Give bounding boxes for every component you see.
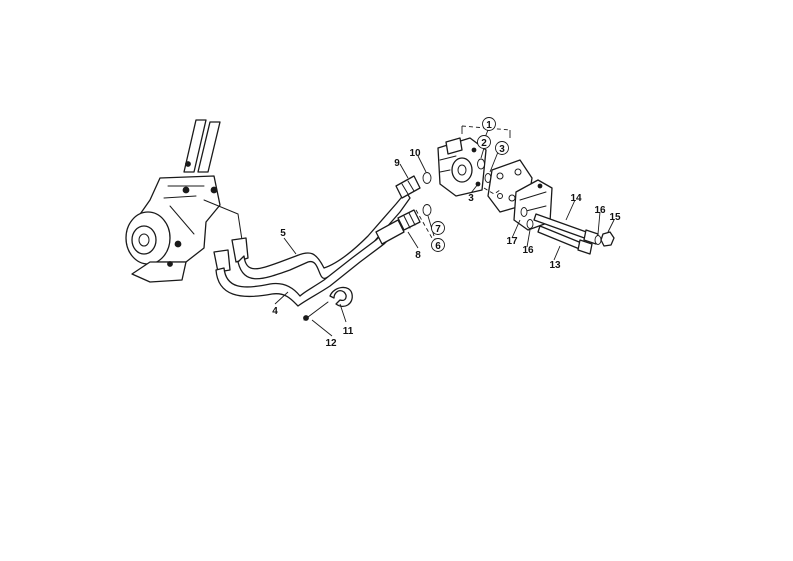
callout-12: 12 xyxy=(325,338,337,349)
leader-lines xyxy=(274,129,615,337)
callout-13: 13 xyxy=(549,260,561,271)
washer-16-lower xyxy=(526,219,534,229)
fitting-8 xyxy=(375,209,421,245)
callout-3b: 3 xyxy=(468,193,474,204)
callout-9: 9 xyxy=(394,158,400,169)
callout-6: 6 xyxy=(435,241,441,252)
callout-7: 7 xyxy=(435,224,441,235)
callout-15: 15 xyxy=(609,212,621,223)
washer-17 xyxy=(520,207,528,217)
nut-15 xyxy=(600,231,615,247)
tube-clamp-11 xyxy=(329,286,353,308)
callout-8: 8 xyxy=(415,250,421,261)
pump-bracket-assembly xyxy=(125,119,249,283)
o-ring-10 xyxy=(422,172,432,184)
callout-16b: 16 xyxy=(594,205,606,216)
callout-16a: 16 xyxy=(522,245,534,256)
callout-10: 10 xyxy=(409,148,421,159)
callout-4: 4 xyxy=(272,306,278,317)
clamp-bolt-12 xyxy=(303,301,329,321)
callout-1: 1 xyxy=(486,120,492,131)
callout-5: 5 xyxy=(280,228,286,239)
valve-body xyxy=(437,137,487,197)
callout-circle-2 xyxy=(477,135,491,149)
washer-16-upper xyxy=(594,235,602,245)
callout-circle-6 xyxy=(431,238,445,252)
fitting-9 xyxy=(395,175,421,199)
callout-17: 17 xyxy=(506,236,518,247)
callout-2: 2 xyxy=(481,138,487,149)
callout-circle-1 xyxy=(482,117,496,131)
o-ring-7 xyxy=(422,204,432,216)
callout-11: 11 xyxy=(343,326,354,337)
callout-3a: 3 xyxy=(499,144,505,155)
callout-circle-3a xyxy=(495,141,509,155)
callout-circle-7 xyxy=(431,221,445,235)
long-bolt-13 xyxy=(537,225,593,255)
o-ring-2 xyxy=(477,158,485,170)
callout-14: 14 xyxy=(570,193,582,204)
group-line-3 xyxy=(483,187,501,195)
